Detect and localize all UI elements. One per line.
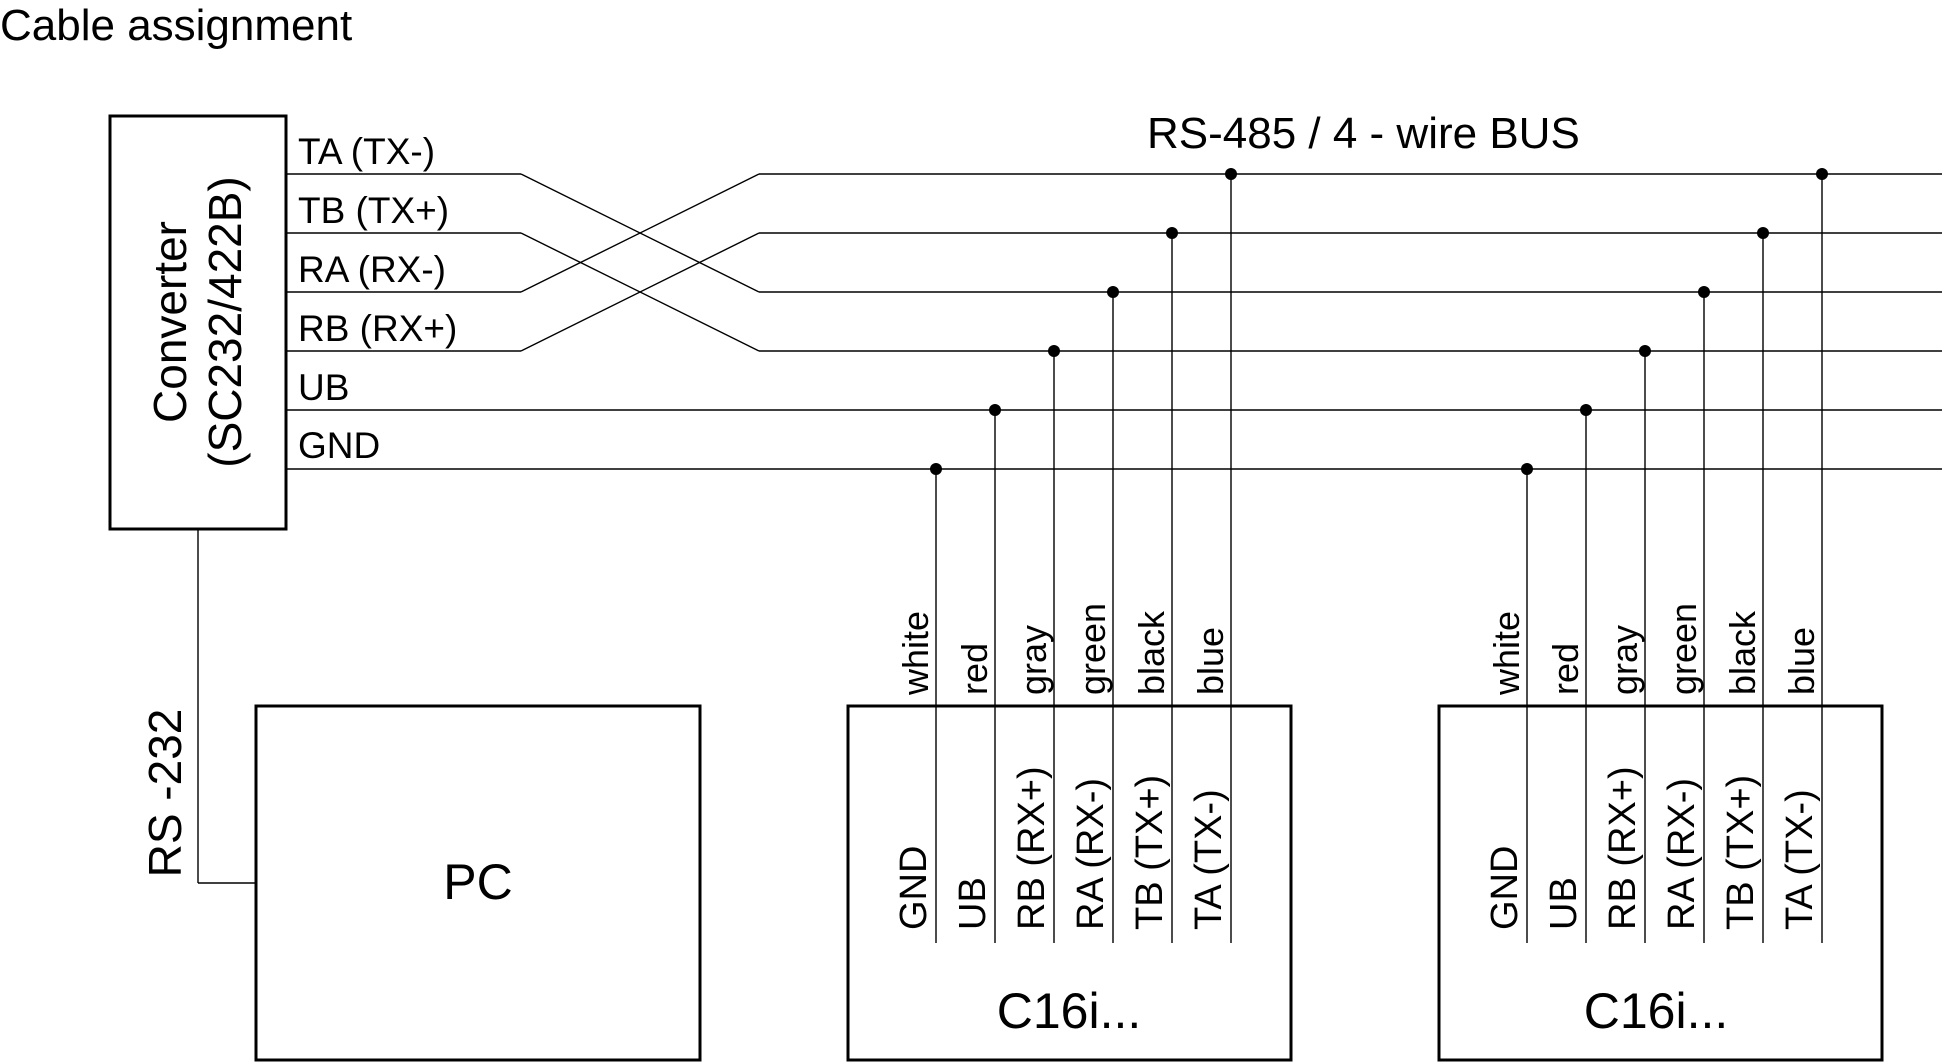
device-1-wire-color-black: black: [1131, 610, 1172, 695]
device-2-wire-color-green: green: [1663, 603, 1704, 695]
pc-label: PC: [443, 854, 512, 910]
converter-pin-gnd: GND: [298, 425, 380, 466]
device-1-box: [846, 704, 1293, 1062]
device-1-junction-ra: [1107, 286, 1119, 298]
device-2-junction-ub: [1580, 404, 1592, 416]
device-1-wire-color-white: white: [895, 611, 936, 696]
device-1-wire-color-blue: blue: [1190, 627, 1231, 695]
device-2-box: [1437, 704, 1884, 1062]
converter-pin-ta: TA (TX-): [298, 131, 435, 172]
device-2-junction-tb: [1757, 227, 1769, 239]
bus-label: RS-485 / 4 - wire BUS: [1147, 109, 1580, 158]
diagram-title: Cable assignment: [0, 1, 352, 50]
device-2-wire-color-blue: blue: [1781, 627, 1822, 695]
device-1-junction-ub: [989, 404, 1001, 416]
device-2: C16i... white red gray green black blue …: [1437, 168, 1884, 1062]
device-1-pin-ub: UB: [952, 877, 994, 930]
device-1-wire-color-gray: gray: [1013, 625, 1054, 695]
device-2-pin-ub: UB: [1543, 877, 1585, 930]
device-1-junction-rb: [1048, 345, 1060, 357]
device-1-wire-color-red: red: [954, 643, 995, 695]
pc-box: [254, 704, 702, 1062]
device-1-label: C16i...: [997, 983, 1142, 1039]
device-1-pin-tb: TB (TX+): [1129, 775, 1171, 930]
device-1: C16i... white red gray green black blue …: [846, 168, 1293, 1062]
device-2-wire-color-white: white: [1486, 611, 1527, 696]
device-1-wire-color-green: green: [1072, 603, 1113, 695]
crossover-rb-to-tb: [520, 232, 760, 352]
converter-pin-ub: UB: [298, 367, 349, 408]
converter-pin-tb: TB (TX+): [298, 190, 449, 231]
converter-title: Converter: [144, 221, 196, 423]
device-2-pin-ra: RA (RX-): [1661, 778, 1703, 930]
device-2-wire-color-red: red: [1545, 643, 1586, 695]
converter-pin-ra: RA (RX-): [298, 249, 446, 290]
device-1-junction-tb: [1166, 227, 1178, 239]
converter-model: (SC232/422B): [199, 176, 251, 468]
device-2-pin-gnd: GND: [1484, 846, 1526, 930]
device-1-pin-rb: RB (RX+): [1011, 766, 1053, 930]
device-2-wire-color-black: black: [1722, 610, 1763, 695]
device-1-pin-ta: TA (TX-): [1188, 789, 1230, 930]
converter-box: [108, 114, 288, 531]
device-2-label: C16i...: [1584, 983, 1729, 1039]
device-2-pin-tb: TB (TX+): [1720, 775, 1762, 930]
device-2-wire-color-gray: gray: [1604, 625, 1645, 695]
device-1-junction-ta: [1225, 168, 1237, 180]
device-1-junction-gnd: [930, 463, 942, 475]
device-2-junction-rb: [1639, 345, 1651, 357]
device-2-junction-ra: [1698, 286, 1710, 298]
device-1-pin-gnd: GND: [893, 846, 935, 930]
device-2-junction-gnd: [1521, 463, 1533, 475]
device-2-pin-ta: TA (TX-): [1779, 789, 1821, 930]
device-2-pin-rb: RB (RX+): [1602, 766, 1644, 930]
device-2-junction-ta: [1816, 168, 1828, 180]
rs232-label: RS -232: [139, 709, 191, 878]
device-1-pin-ra: RA (RX-): [1070, 778, 1112, 930]
converter-pin-rb: RB (RX+): [298, 308, 457, 349]
crossover-ra-to-ta: [520, 173, 760, 293]
